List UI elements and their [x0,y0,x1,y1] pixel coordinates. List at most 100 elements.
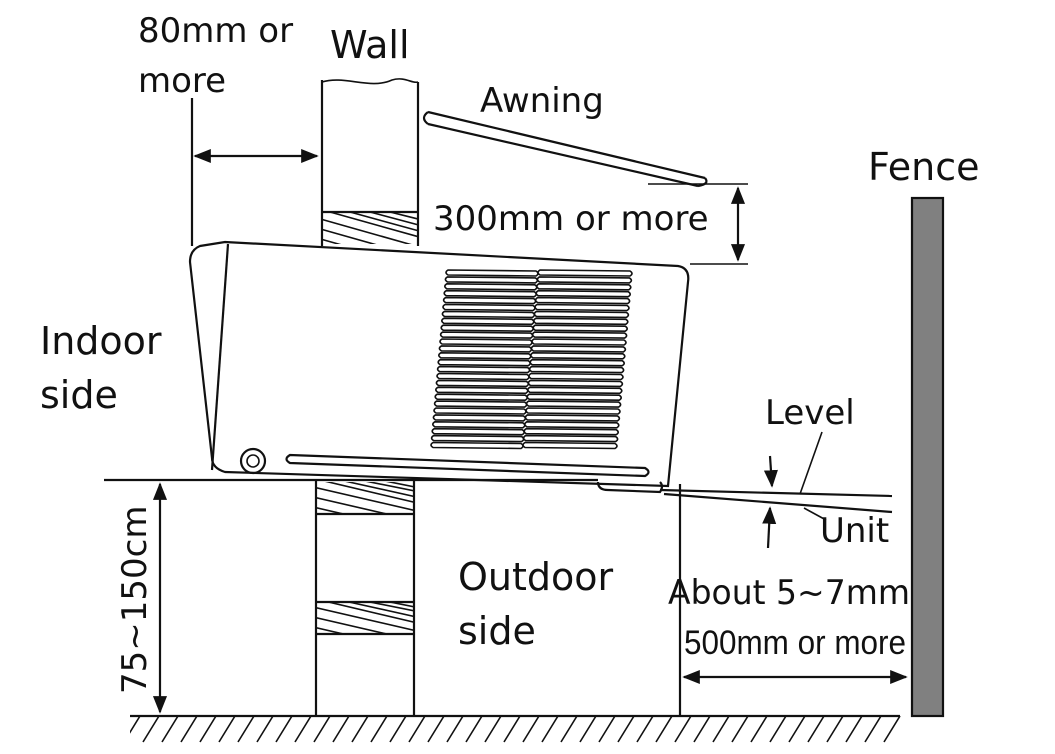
wall-clearance-label: 80mm or [138,11,293,51]
ground-hatch-stroke [484,716,502,743]
grille-louver [436,372,530,381]
grille-louver [443,289,537,298]
top-clearance-dimension [648,183,748,265]
ground-hatch-stroke [845,716,863,743]
ground-hatch-stroke [389,716,407,743]
grille-louver [531,331,628,339]
grille-louver [433,407,527,415]
unit-grille [430,269,633,450]
grille-louver [534,303,630,312]
ground-hatch-stroke [769,716,787,743]
grille-louver [525,400,622,408]
wall-label: Wall [330,23,410,67]
indoor-side-label: Indoor [40,319,162,363]
grille-louver [445,269,539,277]
ground-hatch-stroke [636,716,654,743]
ground-hatch-stroke [731,716,749,743]
ground-hatch-stroke [199,716,217,743]
grille-louver [527,379,624,388]
ground-hatch-stroke [161,716,179,743]
ground-hatch-stroke [864,716,882,743]
grille-louver [431,427,525,436]
grille-louver [525,407,621,415]
indoor-side-label-line2: side [40,373,118,417]
fence-label: Fence [868,145,980,189]
wall-lower-hatch-2 [316,602,414,634]
grille-louver [526,393,622,402]
top-clearance-label: 300mm or more [433,199,709,239]
grille-louver [441,310,536,319]
grille-louver [439,338,533,346]
wall-clearance-dimension [190,98,319,246]
ground-hatch-stroke [408,716,426,743]
grille-louver [439,331,534,339]
ground-hatch-stroke [427,716,445,743]
ground-hatch-stroke [446,716,464,743]
ground-hatch [130,716,901,743]
grille-louver [432,420,526,429]
outdoor-side-label-line2: side [458,609,536,653]
grille-louver [442,303,536,312]
ground-hatch-stroke [370,716,388,743]
grille-louver [522,441,618,450]
grille-louver [523,427,619,436]
grille-louver [436,365,531,374]
grille-louver [533,310,630,319]
grille-louver [432,414,527,422]
ground-hatch-stroke [275,716,293,743]
wall-top-hatch [322,212,418,244]
grille-louver [441,317,535,326]
grille-louver [438,351,532,360]
grille-louver [527,386,623,395]
ground-hatch-stroke [788,716,806,743]
ground-hatch-stroke [130,716,141,734]
ground-hatch-stroke [617,716,635,743]
ground-hatch-stroke [750,716,768,743]
grille-louver [528,372,624,381]
grille-louver [524,420,620,429]
height-label: 75~150cm [115,506,155,694]
grille-louver [531,338,627,346]
grille-louver [528,365,625,374]
grille-louver [435,386,529,395]
ground-hatch-stroke [465,716,483,743]
grille-louver [435,379,530,388]
grille-louver [536,282,632,291]
grille-louver [522,434,619,443]
ground-hatch-stroke [294,716,312,743]
level-label: Level [765,393,855,433]
wall-lower-hatch-1 [316,482,414,514]
unit-label: Unit [820,511,889,551]
grille-louver [536,276,633,284]
wall-upper [320,78,420,246]
grille-louver [444,276,539,284]
ground-hatch-stroke [332,716,350,743]
fence-clearance-label: 500mm or more [684,624,906,662]
ground-hatch-stroke [655,716,673,743]
grille-louver [534,296,631,305]
grille-louver [524,414,621,422]
air-conditioner-unit [188,240,690,494]
ground-hatch-stroke [218,716,236,743]
grille-louver [442,296,537,305]
ground-hatch-stroke [560,716,578,743]
ground-hatch-stroke [237,716,255,743]
ground-hatch-stroke [674,716,692,743]
grille-louver [537,269,633,277]
grille-louver [438,345,533,353]
grille-louver [444,282,538,291]
tilt-label: About 5~7mm [668,573,910,613]
awning [422,110,708,188]
grille-louver [530,351,626,360]
grille-louver [430,434,525,443]
ground-hatch-stroke [826,716,844,743]
awning-label: Awning [480,81,604,121]
grille-louver [437,358,531,367]
ground-hatch-stroke [693,716,711,743]
ground-hatch-stroke [503,716,521,743]
ground-hatch-stroke [598,716,616,743]
grille-louver [530,345,627,353]
ground-hatch-stroke [313,716,331,743]
grille-louver [434,393,528,402]
grille-louver [535,289,631,298]
